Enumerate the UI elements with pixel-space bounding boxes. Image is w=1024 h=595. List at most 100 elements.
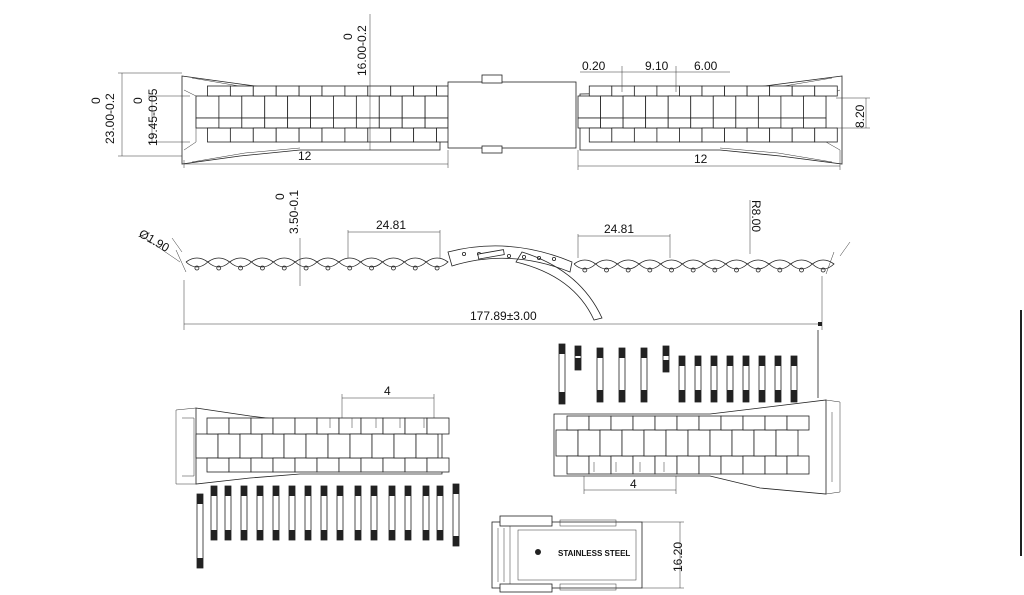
dim-thickness: 3.50-0.1 <box>287 190 301 234</box>
link-cell <box>780 95 804 119</box>
spring-bar-tip <box>679 356 685 366</box>
link-cell <box>577 429 601 457</box>
link-cell <box>338 417 362 435</box>
dim-top-center-tol: 0 <box>341 33 355 40</box>
link-cell <box>241 117 266 129</box>
link-cell <box>786 455 810 475</box>
side-pin <box>820 267 826 273</box>
link-cell <box>367 127 392 143</box>
dim-top-gap-2: 9.10 <box>645 59 669 73</box>
spring-bar-tip <box>711 390 717 402</box>
dim-pin-diameter: Ø1.90 <box>137 226 173 255</box>
link-cell <box>679 127 703 143</box>
link-cell <box>764 415 788 431</box>
link-cell <box>610 415 634 431</box>
spring-bar-tip <box>775 356 781 366</box>
link-cell <box>769 85 793 97</box>
link-cell <box>217 433 241 459</box>
link-cell <box>786 415 810 431</box>
link-cell <box>746 127 771 143</box>
link-cell <box>275 85 300 97</box>
link-cell <box>769 127 793 143</box>
link-cell <box>195 117 220 129</box>
link-cell <box>298 127 323 143</box>
side-pin <box>690 267 696 273</box>
side-pin <box>777 267 783 273</box>
link-cell <box>611 85 635 97</box>
link-cell <box>735 95 759 119</box>
link-cell <box>599 429 623 457</box>
spring-bar-tip <box>559 392 565 404</box>
link-cell <box>275 127 300 143</box>
clasp-hole <box>522 254 527 259</box>
spring-bar-tip <box>355 486 361 496</box>
spring-bar-tip <box>321 486 327 496</box>
dim-clasp-height: 16.20 <box>671 542 685 572</box>
link-cell <box>720 415 744 431</box>
spring-bar-tip <box>305 486 311 496</box>
link-cell <box>577 117 601 129</box>
dim-right-height: 8.20 <box>853 104 867 128</box>
link-cell <box>742 415 766 431</box>
side-pin <box>412 265 418 271</box>
link-cell <box>709 429 733 457</box>
spring-bar-tip <box>321 530 327 540</box>
link-cell <box>401 117 426 129</box>
dim-left-count: 12 <box>298 149 312 163</box>
link-cell <box>382 457 406 473</box>
link-cell <box>355 95 380 119</box>
link-cell <box>413 85 437 97</box>
spring-bar-tip <box>575 346 581 356</box>
link-cell <box>404 417 428 435</box>
spring-bar-tip <box>663 346 669 356</box>
link-cell <box>701 85 725 97</box>
spring-bar-tip <box>619 390 625 402</box>
link-cell <box>228 457 252 473</box>
side-dimensions <box>141 200 823 330</box>
side-pin <box>799 267 804 273</box>
link-cell <box>577 95 601 119</box>
dim-top-gap-3: 6.00 <box>694 59 718 73</box>
spring-bar-tip <box>389 486 395 496</box>
link-cell <box>701 127 725 143</box>
link-cell <box>600 117 624 129</box>
top-view-bracelet <box>181 74 843 165</box>
spring-bar-tip <box>355 530 361 540</box>
link-cell <box>742 455 766 475</box>
side-pin <box>582 267 588 273</box>
link-cell <box>654 455 678 475</box>
link-cell <box>378 95 403 119</box>
link-cell <box>367 85 392 97</box>
link-cell <box>588 85 613 97</box>
dim-left-outer-tol: 0 <box>89 97 103 104</box>
link-cell <box>316 417 340 435</box>
link-cell <box>803 117 827 129</box>
spring-bar-tip <box>695 390 701 402</box>
link-cell <box>321 127 346 143</box>
link-cell <box>344 127 369 143</box>
link-cell <box>424 117 449 129</box>
link-cell <box>333 117 357 129</box>
side-link <box>185 257 209 268</box>
link-cell <box>218 95 243 119</box>
side-pin <box>625 267 631 273</box>
spring-bar-tip <box>597 348 603 358</box>
link-cell <box>645 117 669 129</box>
link-cell <box>426 417 450 435</box>
dim-left-inner: 19.45-0.05 <box>146 88 160 146</box>
link-cell <box>264 117 289 129</box>
link-cell <box>195 433 219 459</box>
spring-bar-tip <box>241 530 247 540</box>
link-cell <box>731 429 755 457</box>
side-view-bracelet <box>171 237 851 321</box>
link-cell <box>360 417 384 435</box>
spring-bar-tip <box>695 356 701 366</box>
link-cell <box>426 457 450 473</box>
clasp-hole <box>461 251 466 256</box>
link-cell <box>654 415 678 431</box>
side-pin <box>604 267 609 273</box>
link-cell <box>690 117 714 129</box>
spring-bar-tip <box>727 390 733 402</box>
spring-bar-tip <box>389 530 395 540</box>
lower-left-segment <box>175 394 450 485</box>
